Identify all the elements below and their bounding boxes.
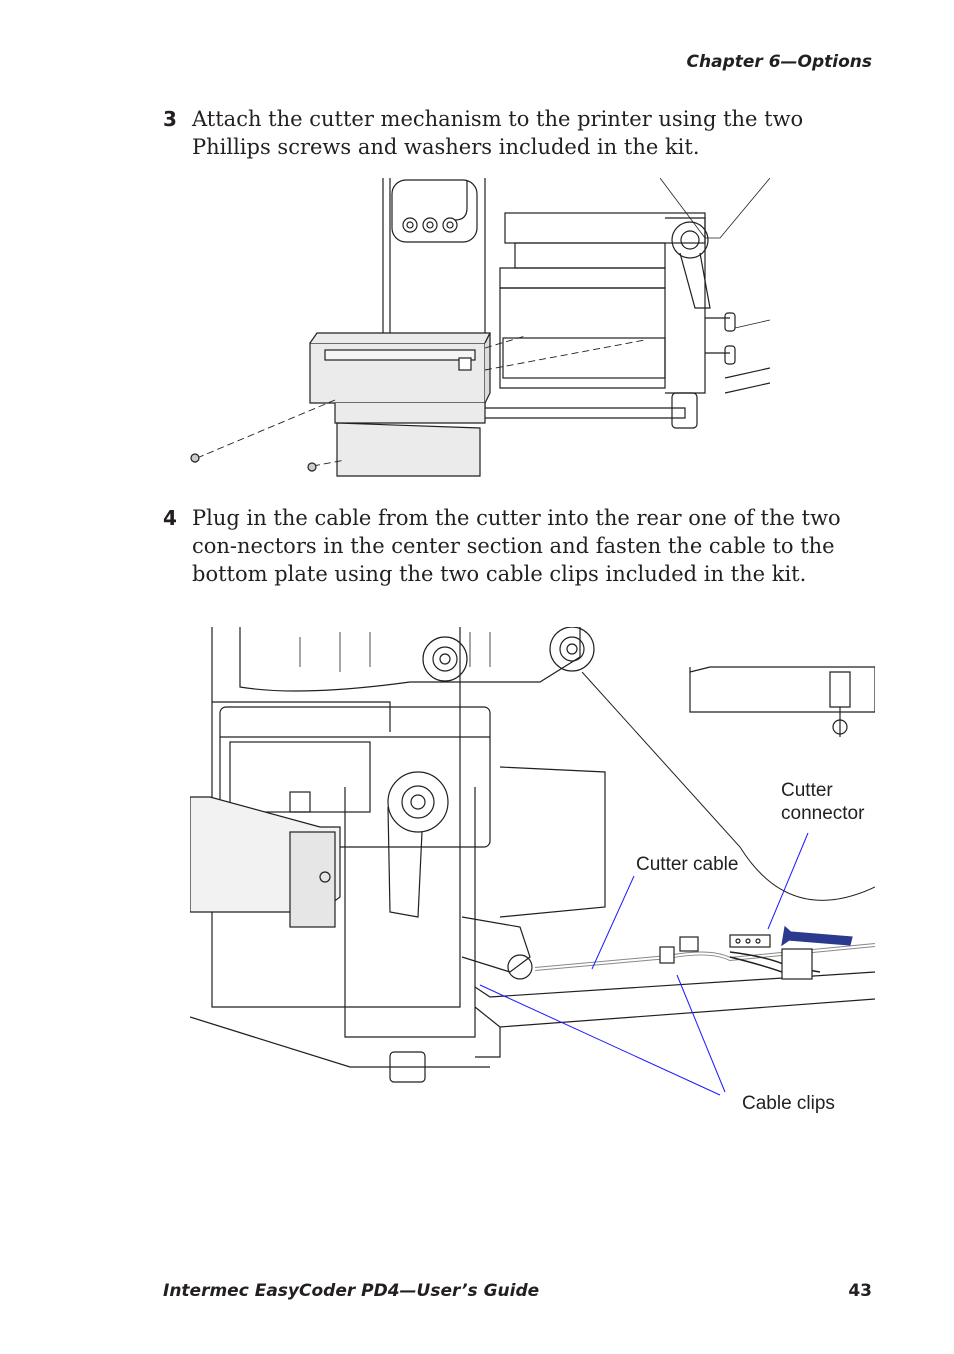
callout-line: Cutter (781, 780, 833, 801)
step-text: Plug in the cable from the cutter into t… (192, 506, 841, 586)
step-4: 4 Plug in the cable from the cutter into… (163, 504, 863, 588)
callout-cutter-connector: Cutter connector (781, 779, 864, 825)
footer-title: Intermec EasyCoder PD4—User’s Guide (163, 1281, 540, 1301)
callout-cutter-cable: Cutter cable (636, 854, 739, 875)
step-number: 3 (163, 107, 177, 131)
step-text: Attach the cutter mechanism to the print… (192, 107, 804, 159)
running-header: Chapter 6—Options (686, 52, 872, 72)
callout-cable-clips: Cable clips (742, 1093, 835, 1114)
cutter-attach-illustration (185, 177, 771, 480)
callout-line: connector (781, 803, 865, 824)
cable-connection-illustration (189, 626, 876, 1105)
step-3: 3 Attach the cutter mechanism to the pri… (163, 105, 863, 161)
step-number: 4 (163, 506, 177, 530)
page-number: 43 (848, 1281, 872, 1301)
